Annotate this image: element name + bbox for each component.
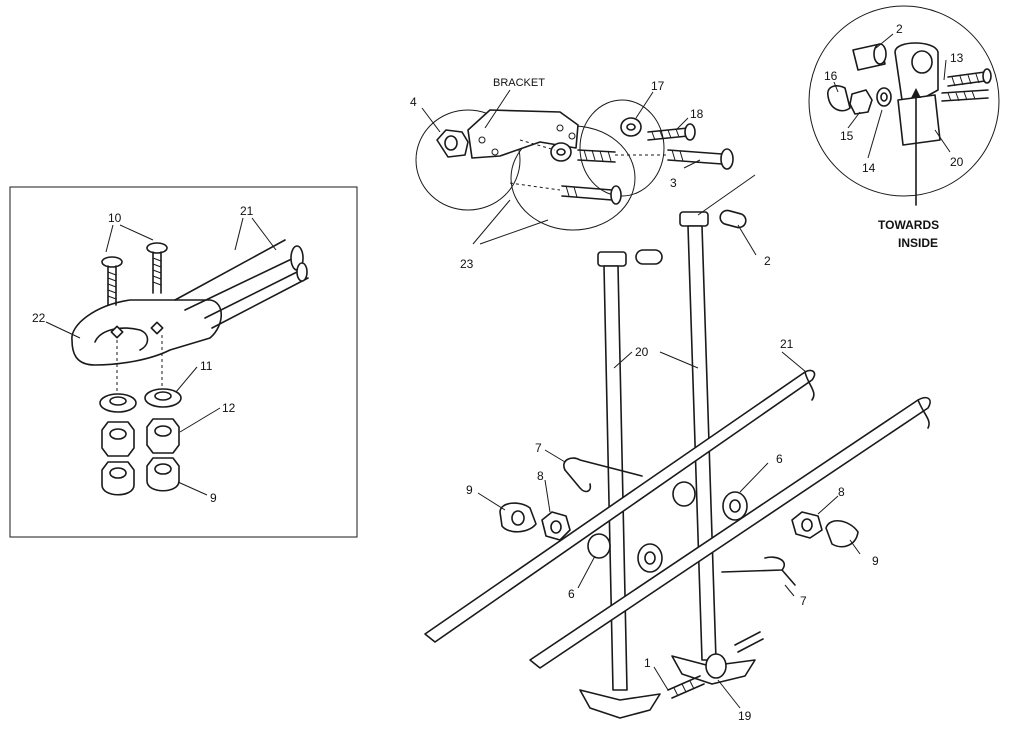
label-23: 23 bbox=[460, 257, 474, 271]
label-15: 15 bbox=[840, 129, 854, 143]
main-assembly bbox=[424, 174, 931, 719]
label-14: 14 bbox=[862, 161, 876, 175]
label-2-main: 2 bbox=[764, 254, 771, 268]
label-20-main: 20 bbox=[635, 345, 649, 359]
label-21-inset: 21 bbox=[240, 204, 254, 218]
label-19: 19 bbox=[738, 709, 752, 723]
label-12: 12 bbox=[222, 401, 236, 415]
label-13: 13 bbox=[950, 51, 964, 65]
label-4: 4 bbox=[410, 95, 417, 109]
label-22: 22 bbox=[32, 311, 46, 325]
label-21-main: 21 bbox=[780, 337, 794, 351]
inset-ski-tip-detail bbox=[9, 186, 358, 538]
label-1: 1 bbox=[644, 656, 651, 670]
label-7-left: 7 bbox=[535, 441, 542, 455]
label-8-right: 8 bbox=[838, 485, 845, 499]
label-17: 17 bbox=[651, 79, 665, 93]
label-bracket: BRACKET bbox=[493, 77, 545, 89]
handle-joint-detail-circle bbox=[808, 5, 1000, 206]
label-3: 3 bbox=[670, 176, 677, 190]
label-9-left: 9 bbox=[466, 483, 473, 497]
label-7-right: 7 bbox=[800, 594, 807, 608]
label-9-right: 9 bbox=[872, 554, 879, 568]
label-11: 11 bbox=[200, 359, 213, 373]
label-6-left: 6 bbox=[568, 587, 575, 601]
label-2-circle: 2 bbox=[896, 22, 903, 36]
label-16: 16 bbox=[824, 69, 838, 83]
label-inside: INSIDE bbox=[898, 236, 938, 250]
label-18: 18 bbox=[690, 107, 704, 121]
callout-labels: 10 21 22 11 12 9 4 BRACKET 17 18 3 23 2 … bbox=[32, 22, 964, 723]
label-10: 10 bbox=[108, 211, 122, 225]
label-6-right: 6 bbox=[776, 452, 783, 466]
bracket-detail bbox=[415, 89, 734, 245]
label-20-circle: 20 bbox=[950, 155, 964, 169]
label-9-inset: 9 bbox=[210, 491, 217, 505]
label-8-left: 8 bbox=[537, 469, 544, 483]
label-towards: TOWARDS bbox=[878, 218, 939, 232]
